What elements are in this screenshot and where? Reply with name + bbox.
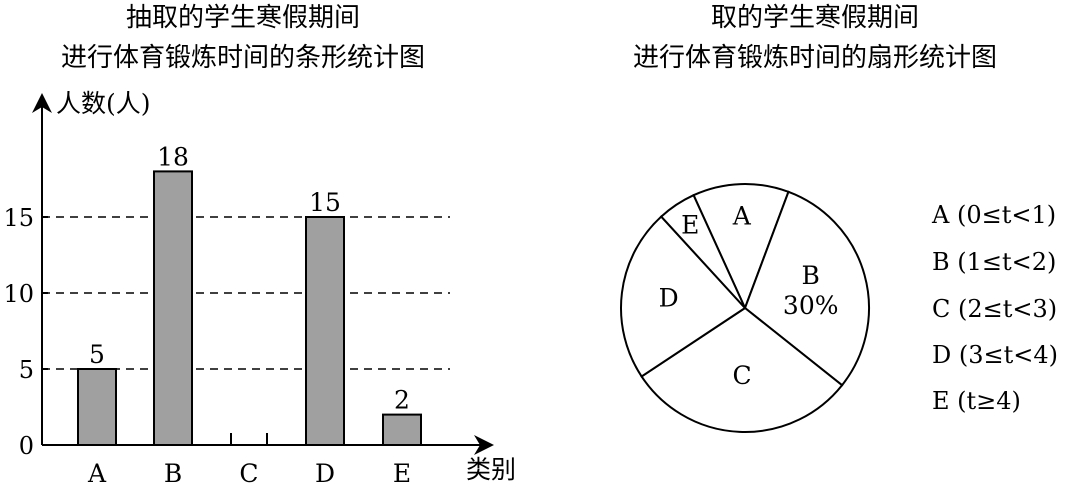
y-tick-label: 0 (19, 432, 34, 460)
value-label-D: 15 (309, 188, 341, 217)
pie-label-B: B (802, 261, 820, 290)
pie-label-A: A (732, 201, 752, 230)
bar-title-line-1: 抽取的学生寒假期间 (126, 3, 360, 33)
pie-slice-labels: A B30% C D E (659, 201, 839, 390)
pie-label-C: C (732, 361, 751, 390)
y-ticks: 0 5 10 15 (3, 204, 48, 460)
category-label-A: A (87, 459, 107, 488)
pie-slice-C (640, 306, 844, 433)
bar-D (305, 216, 345, 446)
legend-item-b: B (1≤t<2) (932, 248, 1056, 276)
bar-chart: 人数(人) 类别 0 5 10 15 A B C D E 5 18 15 2 (3, 89, 516, 488)
legend-item-e: E (t≥4) (932, 387, 1021, 415)
y-tick-label: 5 (19, 356, 34, 384)
pie-title-line-1: 取的学生寒假期间 (711, 3, 919, 33)
category-labels: A B C D E (87, 459, 411, 488)
pie-label-E: E (681, 210, 699, 239)
category-label-B: B (164, 459, 182, 488)
bar-B (153, 170, 193, 446)
y-tick-label: 10 (3, 280, 34, 308)
category-label-C: C (239, 459, 258, 488)
y-tick-label: 15 (3, 204, 34, 232)
pie-slices (620, 183, 870, 433)
category-label-E: E (393, 459, 411, 488)
pie-chart: A B30% C D E (620, 183, 870, 433)
value-labels: 5 18 15 2 (89, 142, 410, 414)
legend-item-d: D (3≤t<4) (932, 341, 1058, 369)
x-axis-label: 类别 (466, 455, 516, 484)
grid-lines (42, 216, 450, 370)
pie-percent-B: 30% (783, 291, 839, 320)
legend-item-c: C (2≤t<3) (932, 295, 1057, 323)
category-label-D: D (315, 459, 335, 488)
value-label-E: 2 (394, 386, 410, 415)
bar-A (77, 368, 117, 446)
pie-slice-B (743, 190, 870, 387)
value-label-A: 5 (89, 340, 105, 369)
y-axis-label: 人数(人) (56, 89, 151, 118)
pie-label-D: D (659, 284, 679, 313)
pie-legend: A (0≤t<1) B (1≤t<2) C (2≤t<3) D (3≤t<4) … (931, 201, 1058, 415)
legend-item-a: A (0≤t<1) (931, 201, 1056, 229)
bar-title-line-2: 进行体育锻炼时间的条形统计图 (61, 43, 425, 73)
bar-E (382, 413, 422, 447)
pie-slice-A (692, 183, 790, 311)
value-label-B: 18 (157, 142, 189, 171)
pie-slice-E (659, 193, 746, 309)
pie-title-line-2: 进行体育锻炼时间的扇形统计图 (633, 43, 997, 73)
pie-slice-D (620, 215, 747, 378)
bars (77, 170, 422, 447)
